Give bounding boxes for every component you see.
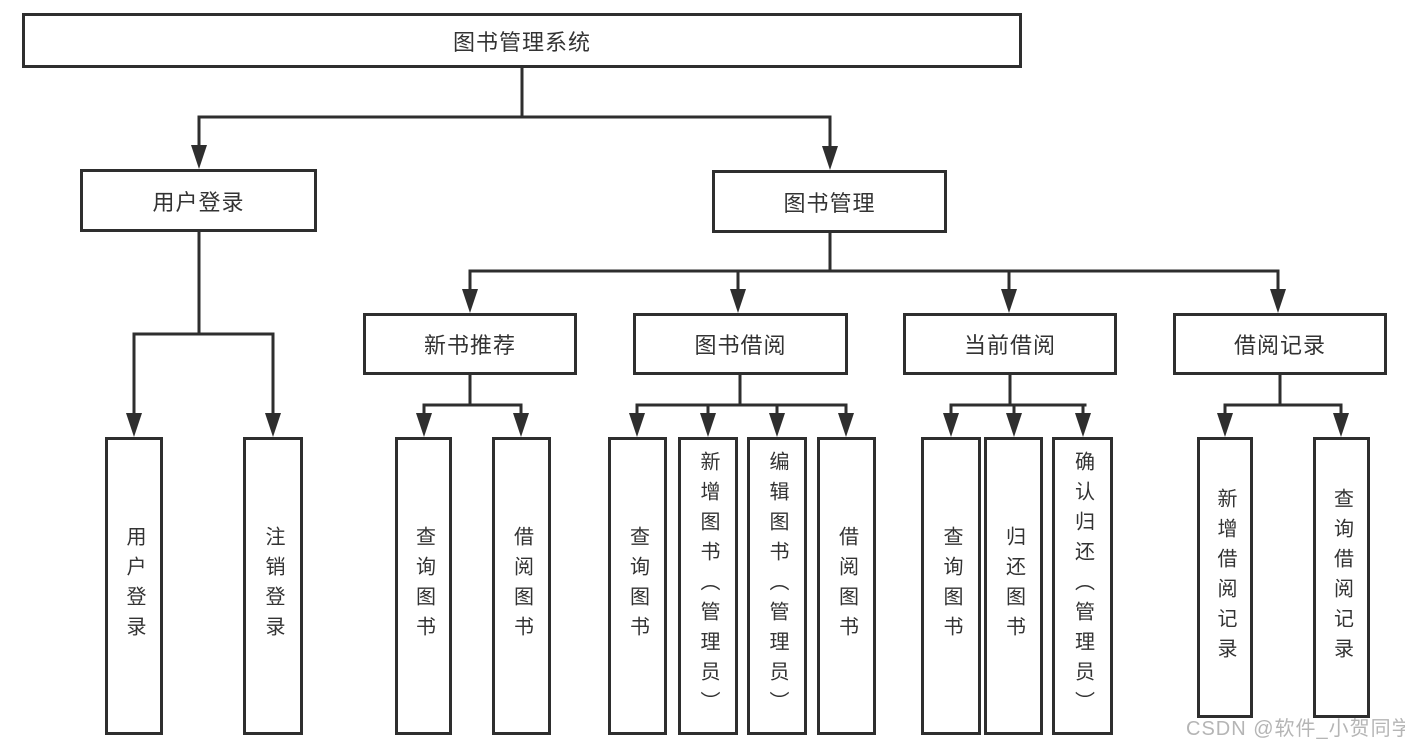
leaf-borrow-books: 借阅图书 [817,437,876,735]
node-user-login-label: 用户登录 [152,189,245,215]
leaf-add-borrow-record: 新增借阅记录 [1197,437,1253,718]
leaf-query-borrow-record: 查询借阅记录 [1313,437,1370,718]
node-book-management-label: 图书管理 [783,190,876,216]
leaf-recommend-borrow-books: 借阅图书 [492,437,551,735]
node-borrow-records-label: 借阅记录 [1233,333,1326,358]
node-book-management: 图书管理 [712,170,947,233]
node-book-borrow: 图书借阅 [633,313,848,375]
leaf-borrow-books-label: 借阅图书 [835,526,858,646]
leaf-recommend-query-books-label: 查询图书 [412,526,435,646]
leaf-add-books-admin: 新增图书（管理员） [678,437,738,735]
leaf-current-query-books-label: 查询图书 [940,526,962,646]
leaf-return-books: 归还图书 [984,437,1043,735]
leaf-query-borrow-record-label: 查询借阅记录 [1330,487,1353,668]
leaf-current-query-books: 查询图书 [921,437,981,735]
node-root: 图书管理系统 [22,13,1022,68]
leaf-user-login-label: 用户登录 [123,526,145,646]
arrowheads [126,145,1349,437]
node-new-book-recommend: 新书推荐 [363,313,577,375]
leaf-edit-books-admin: 编辑图书（管理员） [747,437,807,735]
leaf-recommend-query-books: 查询图书 [395,437,452,735]
leaf-confirm-return-admin: 确认归还（管理员） [1052,437,1113,735]
leaf-add-books-admin-label: 新增图书（管理员） [697,451,719,721]
leaf-return-books-label: 归还图书 [1002,526,1025,646]
leaf-user-login: 用户登录 [105,437,163,735]
node-current-borrow-label: 当前借阅 [963,333,1056,358]
leaf-logout: 注销登录 [243,437,303,735]
node-book-borrow-label: 图书借阅 [694,333,787,358]
node-current-borrow: 当前借阅 [903,313,1117,375]
leaf-recommend-borrow-books-label: 借阅图书 [510,526,533,646]
leaf-logout-label: 注销登录 [262,526,284,646]
leaf-edit-books-admin-label: 编辑图书（管理员） [766,451,788,721]
node-root-label: 图书管理系统 [452,29,591,55]
leaf-borrow-query-books: 查询图书 [608,437,667,735]
leaf-confirm-return-admin-label: 确认归还（管理员） [1071,451,1094,721]
node-borrow-records: 借阅记录 [1173,313,1387,375]
leaf-add-borrow-record-label: 新增借阅记录 [1214,487,1236,668]
node-user-login: 用户登录 [80,169,317,232]
node-new-book-recommend-label: 新书推荐 [423,333,516,358]
leaf-borrow-query-books-label: 查询图书 [626,526,649,646]
csdn-watermark: CSDN @软件_小贺同学 [1186,718,1405,740]
